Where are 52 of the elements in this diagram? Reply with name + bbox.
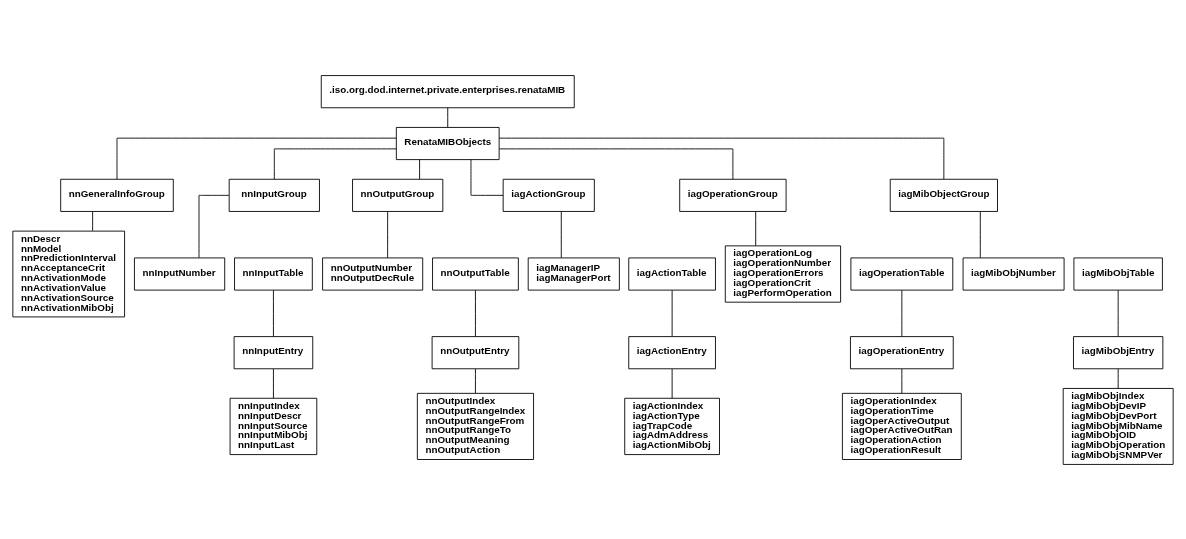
node-box: iagOperationEntry [850,335,954,369]
connector [273,147,397,180]
node-box: nnOutputEntry [431,335,520,369]
connector [475,368,476,394]
connector [671,289,673,337]
connector [901,289,903,337]
connector [560,210,562,258]
node-box: nnInputIndex nnInputDescr nnInputSource nnInputMibObj nnInputLast [229,397,318,455]
connector [498,137,945,180]
connector [671,368,673,399]
node-box: nnGeneralInfoGroup [60,178,174,212]
node-box: nnInputNumber [134,257,226,291]
node-box: iagMibObjTable [1073,257,1163,291]
connector [901,368,903,394]
connector [755,210,757,246]
node-box: iagActionTable [628,257,716,291]
connector [273,368,274,399]
node-box: nnOutputIndex nnOutputRangeIndex nnOutputRangeFrom nnOutputRangeTo nnOutputMeaning nnOutputAction [416,392,534,460]
node-box: iagManagerIP iagManagerPort [527,257,620,291]
node-box: nnInputGroup [228,178,320,212]
node-box: iagActionGroup [502,178,595,212]
node-box: iagMibObjIndex iagMibObjDevIP iagMibObjDevPort iagMibObjMibName iagMibObjOID iagMibObjOperation iagMibObjSNMPVer [1062,387,1174,465]
connector [979,210,981,258]
connector [198,194,230,258]
node-box: nnInputTable [234,257,313,291]
connector [1117,289,1119,337]
node-box: iagOperationTable [850,257,954,291]
node-box: iagOperationGroup [679,178,787,212]
connector [419,158,421,179]
connector [498,147,734,180]
connector [387,210,389,258]
node-box: nnOutputNumber nnOutputDecRule [322,257,424,291]
node-box: iagOperationLog iagOperationNumber iagOperationErrors iagOperationCrit iagPerformOperation [724,244,842,303]
node-box: nnDescr nnModel nnPredictionInterval nnAcceptanceCrit nnActivationMode nnActivationValue nnActivationSource nnActivationMibObj [12,230,126,317]
node-box: iagActionIndex iagActionType iagTrapCode iagAdmAddress iagActionMibObj [624,397,720,455]
connector [92,210,94,231]
node-box: iagMibObjNumber [962,257,1065,291]
node-box: nnOutputGroup [352,178,444,212]
connector [475,289,476,337]
connector [447,106,449,128]
node-box: iagActionEntry [628,335,716,369]
connector [470,158,504,196]
node-box: iagMibObjectGroup [889,178,998,212]
node-box: nnInputEntry [233,335,314,369]
connector [116,137,397,180]
node-box: .iso.org.dod.internet.private.enterprises.renataMIB [320,74,575,108]
connector [1117,368,1119,389]
node-box: nnOutputTable [432,257,519,291]
node-box: iagOperationIndex iagOperationTime iagOperActiveOutput iagOperActiveOutRan iagOperationAction iagOperationResult [841,392,962,460]
node-box: iagMibObjEntry [1073,335,1164,369]
node-box: RenataMIBObjects [395,126,500,160]
connector [273,289,274,337]
